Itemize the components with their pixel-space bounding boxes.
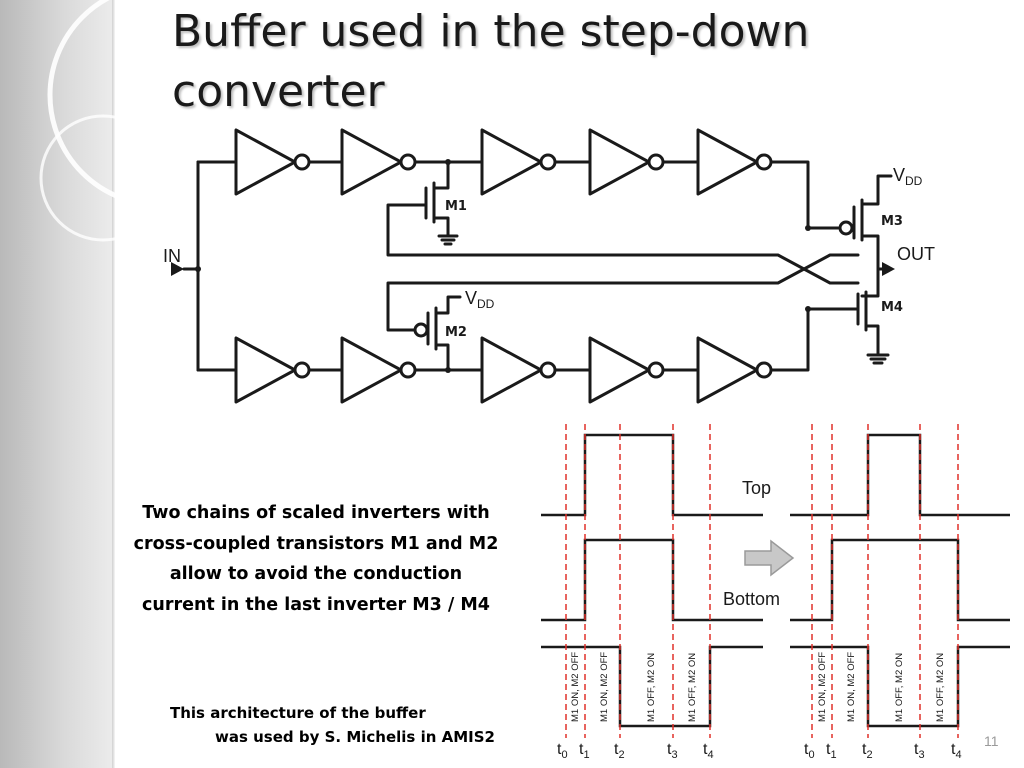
t4-label-after: t4 [951,741,962,761]
attribution-line-2: was used by S. Michelis in AMIS2 [215,728,495,746]
slide-title: Buffer used in the step-down converter [172,6,810,117]
t4-label-before: t4 [703,741,714,761]
phase-label-4-after: M1 OFF, M2 ON [935,653,946,722]
m1-drain-wire [432,160,450,190]
time-markers-before [565,424,711,738]
m1-source-wire [432,216,450,238]
vdd-label-m3: VDD [893,165,923,188]
input-label: IN [163,246,181,266]
m4-source-wire [864,324,880,357]
top-signal-label: Top [742,478,771,498]
attribution-line-1: This architecture of the buffer [170,704,426,722]
waveforms-before [541,433,763,728]
top-inverter-5 [696,128,759,196]
t0-label-before: t0 [557,741,568,761]
bottom-waveform-before [541,538,763,622]
t1-label-after: t1 [826,741,837,761]
phase-label-3-before: M1 OFF, M2 ON [646,653,657,722]
phase-label-1-after: M1 ON, M2 OFF [817,652,828,722]
top-inverter-3 [480,128,543,196]
phase-labels-before: M1 ON, M2 OFF M1 ON, M2 OFF M1 OFF, M2 O… [570,652,698,722]
t3-label-before: t3 [667,741,678,761]
time-labels-after: t0 t1 t2 t3 t4 [804,741,962,761]
m2-drain-wire [434,343,450,372]
top-inverter-2 [340,128,403,196]
m1-label: M1 [445,199,467,214]
phase-labels-after: M1 ON, M2 OFF M1 ON, M2 OFF M1 OFF, M2 O… [817,652,946,722]
top-output-wire [769,160,840,230]
phase-waveform-after [790,645,1010,728]
m3-source-wire [860,174,893,206]
time-markers-after [811,424,959,738]
output-label: OUT [897,244,935,264]
top-waveform-after [790,433,1010,517]
bottom-inverter-4 [588,336,651,404]
output-arrow-icon [882,262,895,276]
phase-waveform-before [541,645,763,728]
phase-label-3-after: M1 OFF, M2 ON [894,653,905,722]
timing-diagram-after: M1 ON, M2 OFF M1 ON, M2 OFF M1 OFF, M2 O… [790,424,1010,761]
bottom-inverter-1 [234,336,297,404]
m2-label: M2 [445,325,467,340]
phase-label-4-before: M1 OFF, M2 ON [687,653,698,722]
m3-gate-bubble [838,220,854,236]
phase-label-1-before: M1 ON, M2 OFF [570,652,581,722]
bottom-inverter-2 [340,336,403,404]
t2-label-before: t2 [614,741,625,761]
t2-label-after: t2 [862,741,873,761]
phase-label-2-after: M1 ON, M2 OFF [846,652,857,722]
time-labels-before: t0 t1 t2 t3 t4 [557,741,714,761]
bottom-output-node [805,306,811,312]
top-waveform-before [541,433,763,517]
m2-gate-cross-wire [386,253,860,332]
top-inverter-4 [588,128,651,196]
bottom-inverter-3 [480,336,543,404]
input-arrow-icon [171,262,184,276]
bottom-inverter-5 [696,336,759,404]
waveforms-after [790,433,1010,728]
phase-label-2-before: M1 ON, M2 OFF [599,652,610,722]
bottom-output-wire [769,307,860,372]
t1-label-before: t1 [579,741,590,761]
bottom-waveform-after [790,538,1010,622]
top-output-node [805,225,811,231]
decorative-ring-small [39,114,167,242]
top-inverter-1 [234,128,297,196]
slide-number: 11 [984,733,999,749]
right-arrow-icon [744,539,795,577]
m4-label: M4 [881,300,903,315]
m2-source-wire [434,295,462,315]
description-text: Two chains of scaled inverters with cros… [133,503,499,615]
timing-diagram-before: M1 ON, M2 OFF M1 ON, M2 OFF M1 OFF, M2 O… [541,424,763,761]
bottom-signal-label: Bottom [723,589,780,609]
output-node-wire [860,234,880,298]
m1-gate-cross-wire [386,203,860,285]
m3-label: M3 [881,214,903,229]
t0-label-after: t0 [804,741,815,761]
side-decoration-edge [112,0,115,768]
t3-label-after: t3 [914,741,925,761]
vdd-label-m2: VDD [465,288,495,311]
